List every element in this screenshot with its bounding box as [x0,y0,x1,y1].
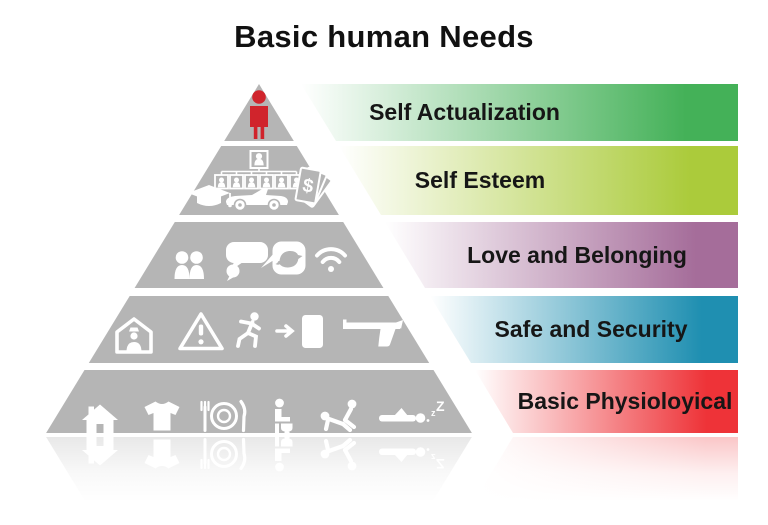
house-icon [82,404,118,433]
banner-self-actualization: Self Actualization [301,84,738,141]
police-house-icon [115,317,153,354]
sleep-z-big: Z [436,398,445,414]
money-icon: $ [294,166,333,208]
pyramid-tier-self-esteem: $ [179,146,339,215]
intimacy-icon [320,399,357,433]
emergency-exit-icon [236,312,323,348]
gun-icon [343,319,403,347]
chat-bubbles-icon [226,242,268,281]
toilet-icon [275,398,293,435]
couple-icon [174,251,204,279]
banner-safe-security: Safe and Security [430,296,738,363]
wifi-icon [315,247,347,272]
person-icon [250,90,268,139]
banner-label: Love and Belonging [467,242,687,268]
banner-label: Self Actualization [369,99,560,125]
banner-basic-physiological: Basic Physioloyical [475,370,738,433]
pyramid-reflection [46,436,472,501]
banner-love-belonging: Love and Belonging [385,222,738,288]
bird-app-icon [261,241,306,275]
banner-label: Self Esteem [414,167,546,193]
warning-triangle-icon [178,312,224,351]
banner-label: Basic Physioloyical [517,388,733,414]
pyramid-tier-basic-physiological: z Z [46,370,472,435]
pyramid-tier-self-actualization [224,84,294,141]
dollar-glyph: $ [301,175,315,198]
graduation-cap-icon [188,185,232,208]
banner-basic-physiological-reflection [475,437,738,500]
convertible-car-icon [226,187,288,212]
meal-icon [200,399,247,433]
page-title: Basic human Needs [234,19,534,54]
t-shirt-icon [144,401,180,431]
pyramid-tier-love-belonging [134,222,384,288]
sleep-z-small: z [431,408,436,418]
banner-self-esteem: Self Esteem [339,146,738,215]
sleep-icon: z Z [379,398,445,423]
pyramid-tier-safe-security [88,296,430,363]
banner-label: Safe and Security [494,316,688,342]
